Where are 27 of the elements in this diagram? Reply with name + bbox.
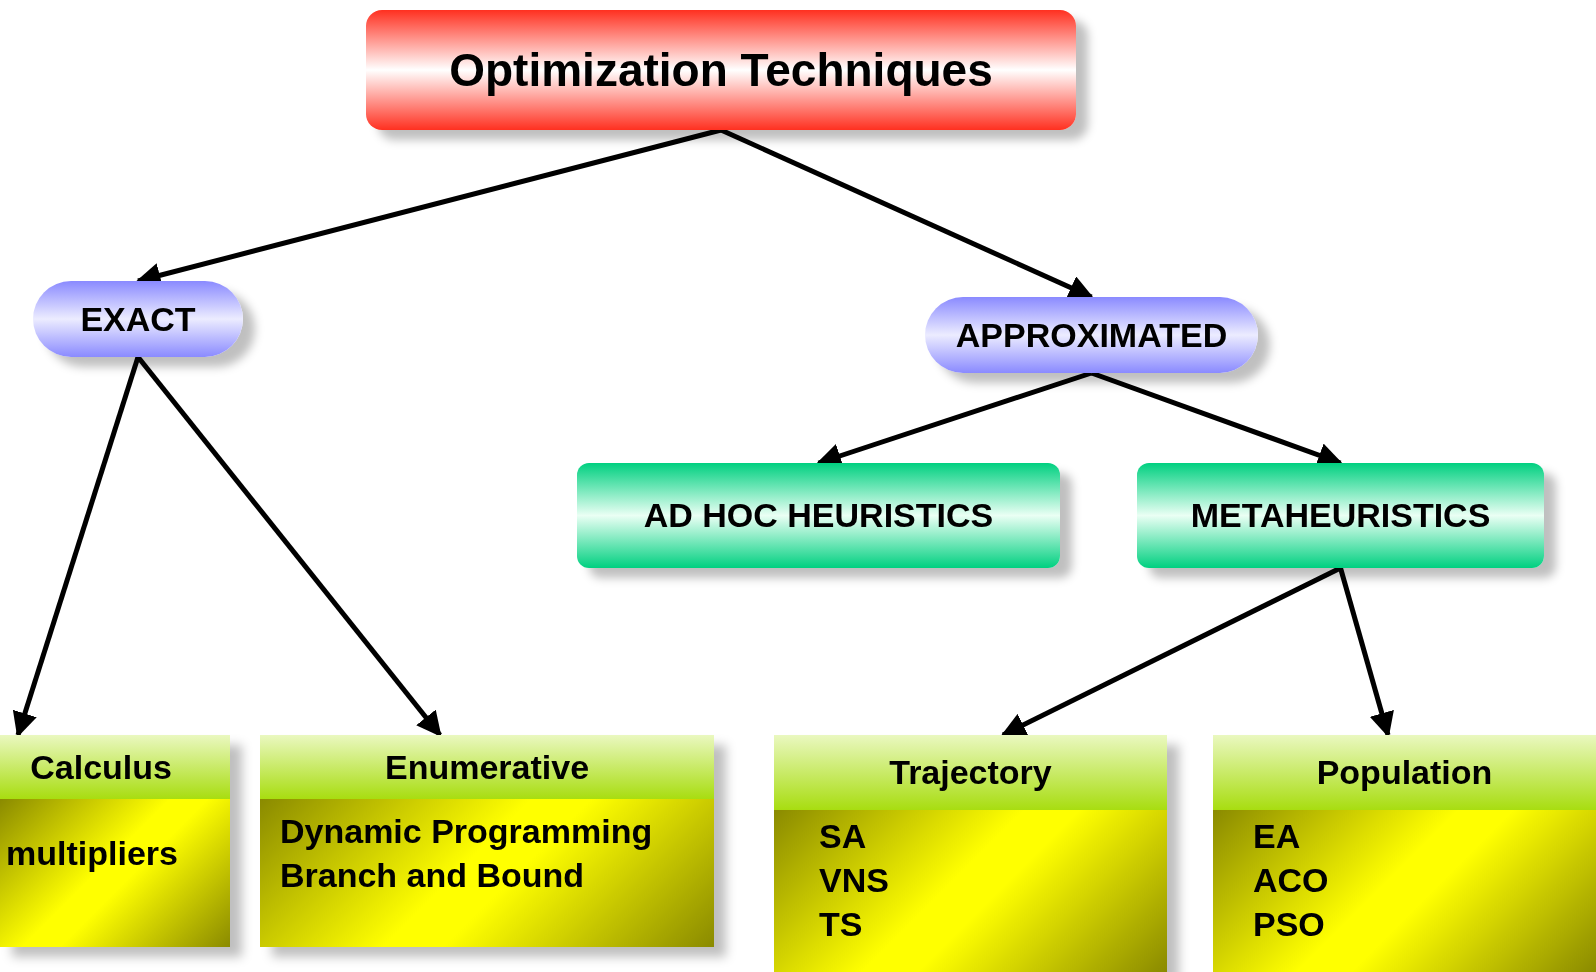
category-pill	[33, 281, 243, 357]
category-pill	[925, 297, 1258, 373]
node-label: AD HOC HEURISTICS	[643, 496, 994, 535]
arrow	[136, 355, 442, 737]
category-box	[1137, 463, 1544, 568]
title-box	[366, 10, 1076, 130]
arrow	[719, 127, 1094, 300]
group-heading: Trajectory	[889, 753, 1052, 792]
group-heading: Population	[1316, 753, 1493, 792]
node-label: APPROXIMATED	[955, 315, 1228, 355]
node-label: EXACT	[80, 299, 196, 339]
group-box	[774, 735, 1167, 972]
arrow	[1338, 567, 1394, 738]
group-box	[260, 735, 714, 947]
node-label: Optimization Techniques	[449, 43, 993, 97]
node-label: METAHEURISTICS	[1190, 496, 1491, 535]
group-heading: Enumerative	[384, 747, 590, 787]
item-list: EA ACO PSO	[1253, 814, 1329, 946]
arrow	[1000, 565, 1342, 738]
group-box	[1213, 735, 1596, 972]
group-box	[0, 735, 230, 947]
arrow	[12, 356, 141, 738]
group-heading: Calculus	[30, 747, 172, 787]
item-list: Dynamic Programming Branch and Bound	[280, 809, 700, 897]
item-list: multipliers	[6, 831, 178, 875]
category-box	[577, 463, 1060, 568]
item-list: SA VNS TS	[819, 814, 889, 946]
